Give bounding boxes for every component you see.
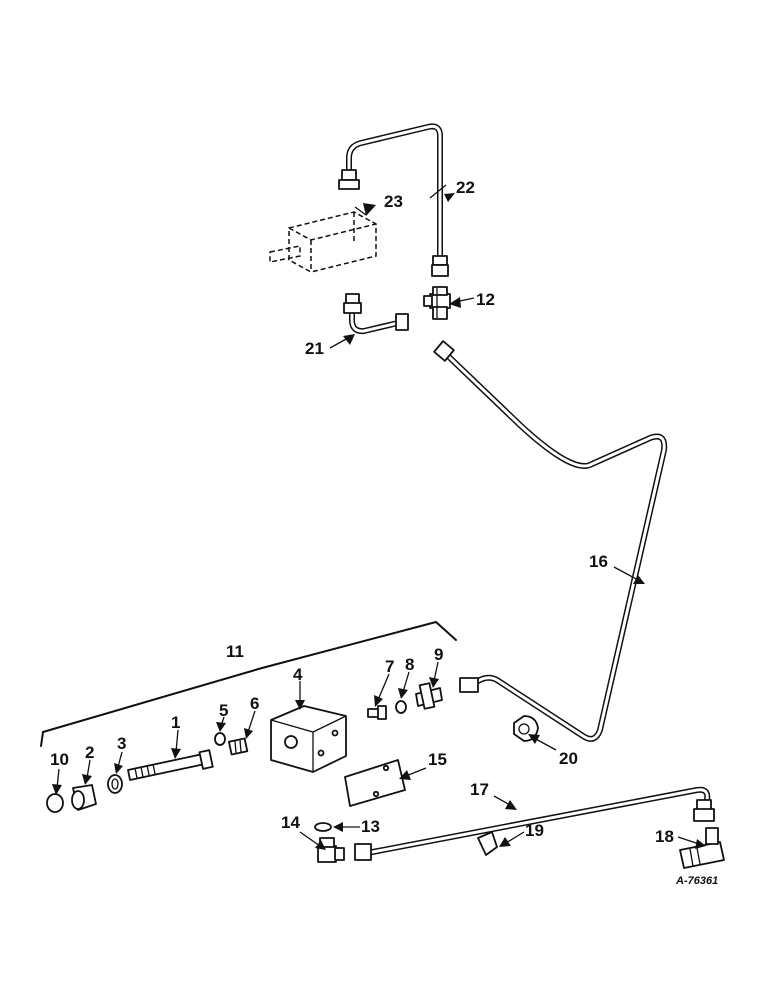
callout-16: 16	[589, 552, 608, 571]
tee-fitting-18	[679, 827, 725, 869]
callout-17: 17	[470, 780, 489, 799]
callout-11: 11	[226, 642, 244, 661]
callout-4: 4	[293, 665, 303, 684]
tube-22	[338, 123, 449, 277]
callout-22: 22	[456, 178, 475, 197]
component-23-outline	[269, 211, 377, 273]
tube-21	[343, 293, 409, 335]
callout-23: 23	[384, 192, 403, 211]
nut-2	[71, 784, 97, 811]
callout-1: 1	[171, 713, 180, 732]
callout-18: 18	[655, 827, 674, 846]
callout-19: 19	[525, 821, 544, 840]
tube-16	[433, 340, 668, 742]
washer-3	[107, 774, 123, 794]
callout-2: 2	[85, 743, 94, 762]
clip-19	[477, 831, 498, 856]
drawing-reference: A-76361	[675, 875, 718, 887]
bolt-1	[127, 749, 214, 781]
tee-fitting-12	[423, 286, 451, 320]
callout-3: 3	[117, 734, 126, 753]
leader-lines	[52, 184, 706, 850]
o-ring-5	[214, 732, 226, 746]
callout-6: 6	[250, 694, 259, 713]
callout-15: 15	[428, 750, 447, 769]
bracket-11	[40, 621, 457, 747]
elbow-14	[317, 837, 345, 863]
callout-20: 20	[559, 749, 578, 768]
callout-13: 13	[361, 817, 380, 836]
callout-7: 7	[385, 657, 394, 676]
o-ring-8	[395, 700, 407, 714]
valve-block-4	[270, 705, 347, 773]
callout-21: 21	[305, 339, 324, 358]
fitting-7	[367, 705, 387, 720]
plate-15	[344, 759, 406, 807]
callout-14: 14	[281, 813, 300, 832]
callout-labels: 22 23 12 21 16 11 4 7 8 9 5 6 1 10 2 3 2…	[50, 178, 718, 887]
callout-9: 9	[434, 645, 443, 664]
cap-10	[46, 793, 64, 813]
tube-17	[354, 786, 715, 861]
fitting-6	[228, 737, 249, 756]
o-ring-13	[314, 822, 332, 832]
callout-5: 5	[219, 701, 228, 720]
callout-10: 10	[50, 750, 69, 769]
callout-8: 8	[405, 655, 414, 674]
fitting-9	[415, 682, 443, 710]
callout-12: 12	[476, 290, 495, 309]
